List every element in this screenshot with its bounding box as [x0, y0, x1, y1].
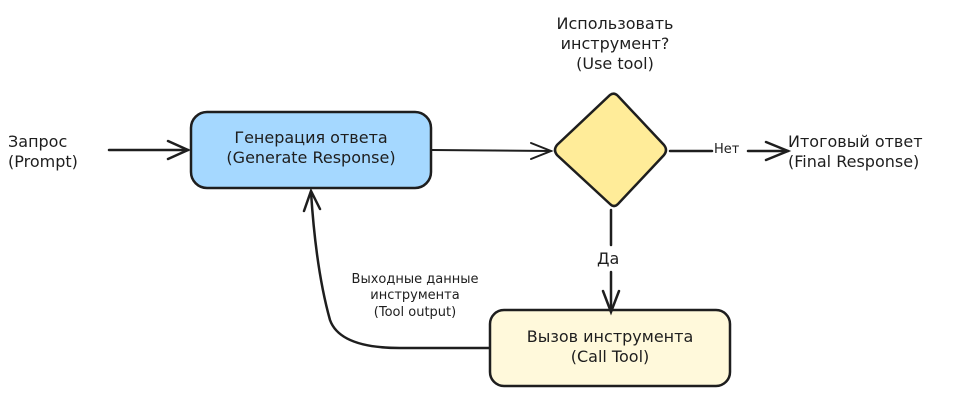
prompt-label-en: (Prompt)	[8, 152, 78, 171]
arrow-prompt-to-generate	[107, 139, 192, 161]
generate-label-ru: Генерация ответа	[234, 128, 388, 147]
decision-diamond[interactable]	[553, 92, 668, 208]
arrow-decision-to-calltool	[601, 208, 621, 316]
generate-label-en: (Generate Response)	[226, 148, 396, 167]
edge-label-no: Нет	[714, 142, 740, 157]
final-response-label: Итоговый ответ (Final Response)	[788, 132, 923, 172]
edge-label-yes: Да	[597, 249, 620, 268]
prompt-label-ru: Запрос	[8, 132, 68, 151]
decision-label-line2: инструмент?	[560, 34, 670, 53]
arrow-calltool-to-generate	[302, 187, 491, 350]
generate-response-label: Генерация ответа (Generate Response)	[191, 128, 431, 168]
final-label-ru: Итоговый ответ	[788, 132, 923, 151]
arrow-decision-to-final	[668, 140, 792, 162]
final-label-en: (Final Response)	[788, 152, 920, 171]
decision-label: Использовать инструмент? (Use tool)	[530, 14, 700, 74]
decision-label-line3: (Use tool)	[576, 54, 654, 73]
call-tool-label-ru: Вызов инструмента	[526, 327, 694, 346]
prompt-label: Запрос (Prompt)	[8, 132, 78, 172]
decision-label-line1: Использовать	[556, 14, 674, 33]
tool-output-line1: Выходные данные	[351, 272, 479, 287]
arrow-generate-to-decision	[431, 142, 554, 160]
tool-output-line3: (Tool output)	[373, 304, 457, 320]
call-tool-label: Вызов инструмента (Call Tool)	[490, 327, 730, 367]
tool-output-label: Выходные данные инструмента (Tool output…	[335, 272, 495, 321]
call-tool-label-en: (Call Tool)	[570, 347, 650, 366]
tool-output-line2: инструмента	[370, 288, 460, 304]
